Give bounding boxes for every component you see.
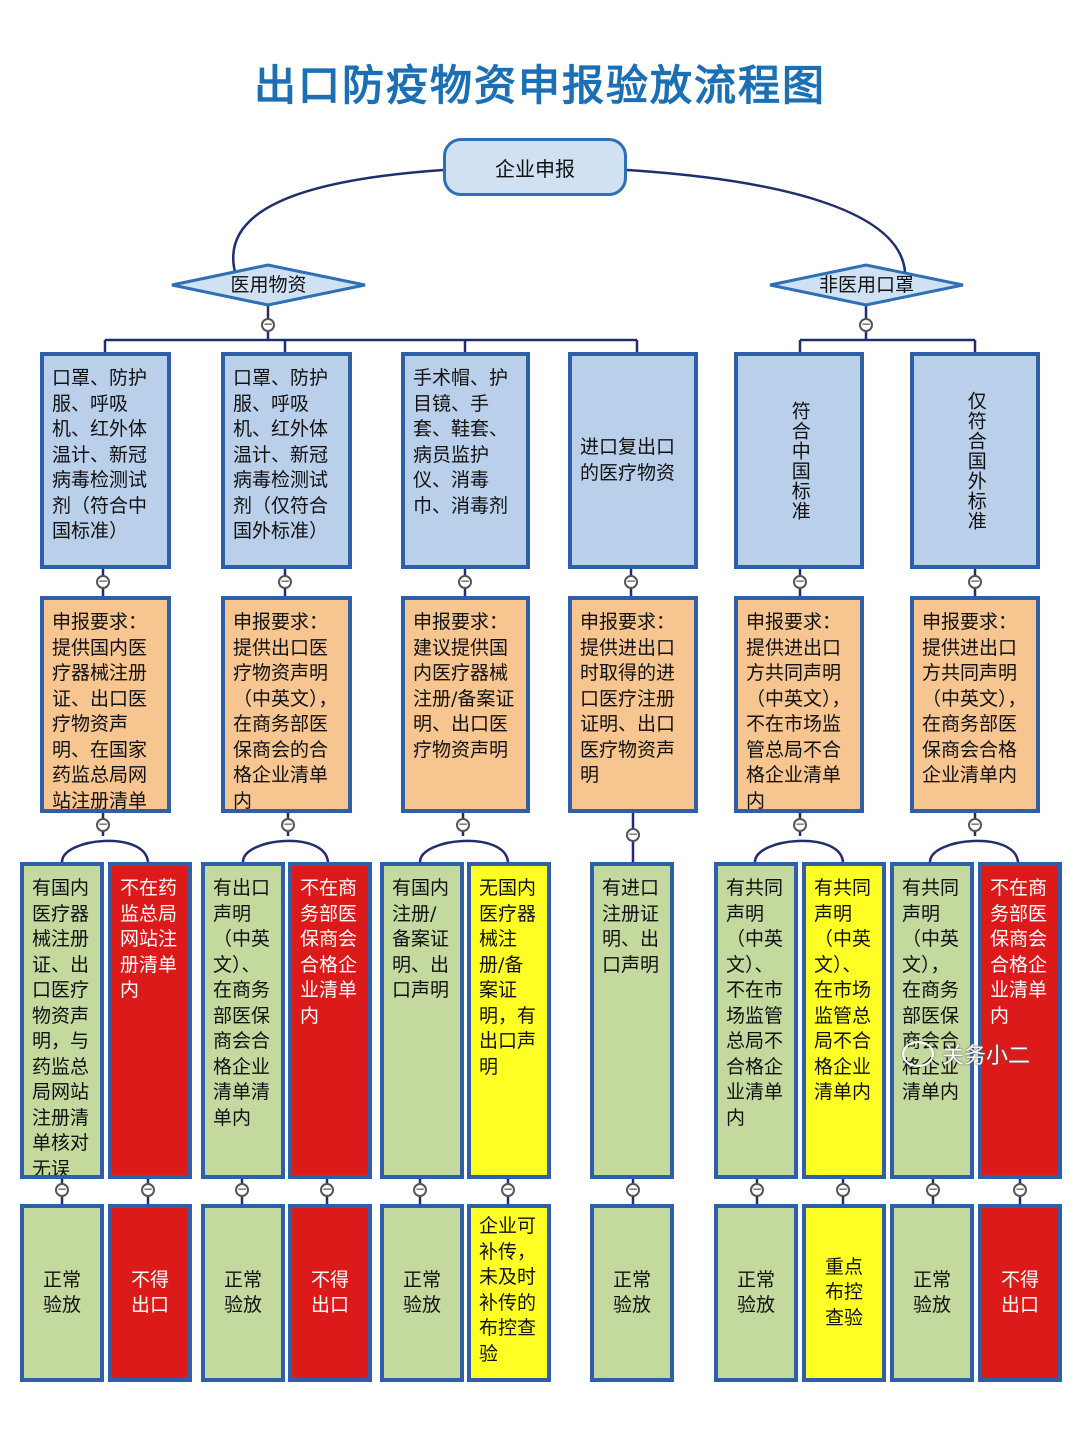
collapse-toggle-icon[interactable]: − <box>750 1182 764 1197</box>
result-node-8[interactable]: 正常验放 <box>714 1204 798 1382</box>
condition-node-7[interactable]: 有进口注册证明、出口声明 <box>590 862 674 1179</box>
watermark-text: 关务小二 <box>942 1044 1031 1069</box>
collapse-toggle-icon[interactable]: − <box>793 817 807 832</box>
result-node-3[interactable]: 正常验放 <box>201 1204 285 1382</box>
collapse-toggle-icon[interactable]: − <box>626 827 640 842</box>
collapse-toggle-icon[interactable]: − <box>261 317 275 332</box>
condition-node-11[interactable]: 不在商务部医保商会合格企业清单内 <box>978 862 1062 1179</box>
condition-node-6[interactable]: 无国内医疗器械注册/备案证明，有出口声明 <box>467 862 551 1179</box>
result-node-10[interactable]: 正常验放 <box>890 1204 974 1382</box>
collapse-toggle-icon[interactable]: − <box>624 574 638 589</box>
root-label: 企业申报 <box>495 156 575 181</box>
collapse-toggle-icon[interactable]: − <box>96 817 110 832</box>
collapse-toggle-icon[interactable]: − <box>55 1182 69 1197</box>
requirement-node-3[interactable]: 申报要求：建议提供国内医疗器械注册/备案证明、出口医疗物资声明 <box>401 596 530 813</box>
collapse-toggle-icon[interactable]: − <box>320 1182 334 1197</box>
result-node-7[interactable]: 正常验放 <box>590 1204 674 1382</box>
result-label-3: 正常验放 <box>223 1268 262 1317</box>
collapse-toggle-icon[interactable]: − <box>278 574 292 589</box>
condition-node-8[interactable]: 有共同声明（中英文）、不在市场监管总局不合格企业清单内 <box>714 862 798 1179</box>
result-label-10: 正常验放 <box>912 1268 951 1317</box>
condition-node-3[interactable]: 有出口声明（中英文）、在商务部医保商会合格企业清单清单内 <box>201 862 285 1179</box>
collapse-toggle-icon[interactable]: − <box>501 1182 515 1197</box>
result-label-2: 不得出口 <box>130 1268 169 1317</box>
result-label-11: 不得出口 <box>1000 1268 1039 1317</box>
branch-diamond-nonmedical <box>769 263 964 307</box>
condition-node-9[interactable]: 有共同声明（中英文）、在市场监管总局不合格企业清单内 <box>802 862 886 1179</box>
category-node-1[interactable]: 口罩、防护服、呼吸机、红外体温计、新冠病毒检测试剂（符合中国标准） <box>40 352 171 569</box>
category-label-6: 仅符合国外标准 <box>964 390 987 531</box>
collapse-toggle-icon[interactable]: − <box>281 817 295 832</box>
page-title: 出口防疫物资申报验放流程图 <box>253 61 826 110</box>
result-node-5[interactable]: 正常验放 <box>380 1204 464 1382</box>
category-label-5: 符合中国标准 <box>788 400 811 521</box>
requirement-node-4[interactable]: 申报要求：提供进出口时取得的进口医疗注册证明、出口医疗物资声明 <box>568 596 698 813</box>
result-label-8: 正常验放 <box>736 1268 775 1317</box>
branch-label-medical[interactable]: 医用物资 <box>230 274 307 296</box>
collapse-toggle-icon[interactable]: − <box>235 1182 249 1197</box>
category-node-2[interactable]: 口罩、防护服、呼吸机、红外体温计、新冠病毒检测试剂（仅符合国外标准） <box>221 352 352 569</box>
collapse-toggle-icon[interactable]: − <box>836 1182 850 1197</box>
watermark: 关务小二 <box>902 1038 1030 1070</box>
collapse-toggle-icon[interactable]: − <box>926 1182 940 1197</box>
collapse-toggle-icon[interactable]: − <box>141 1182 155 1197</box>
condition-node-1[interactable]: 有国内医疗器械注册证、出口医疗物资声明，与药监总局网站注册清单核对无误 <box>20 862 104 1179</box>
branch-diamond-medical <box>171 263 366 307</box>
collapse-toggle-icon[interactable]: − <box>1013 1182 1027 1197</box>
category-node-4[interactable]: 进口复出口的医疗物资 <box>568 352 698 569</box>
branch-label-nonmedical[interactable]: 非医用口罩 <box>818 274 914 296</box>
condition-node-4[interactable]: 不在商务部医保商会合格企业清单内 <box>288 862 372 1179</box>
requirement-node-6[interactable]: 申报要求：提供进出口方共同声明（中英文），在商务部医保商会合格企业清单内 <box>910 596 1040 813</box>
result-label-7: 正常验放 <box>612 1268 651 1317</box>
collapse-toggle-icon[interactable]: − <box>96 574 110 589</box>
collapse-toggle-icon[interactable]: − <box>626 1182 640 1197</box>
root-node[interactable]: 企业申报 <box>443 138 627 196</box>
requirement-node-1[interactable]: 申报要求：提供国内医疗器械注册证、出口医疗物资声明、在国家药监总局网站注册清单内 <box>40 596 171 813</box>
collapse-toggle-icon[interactable]: − <box>413 1182 427 1197</box>
result-node-1[interactable]: 正常验放 <box>20 1204 104 1382</box>
result-label-4: 不得出口 <box>310 1268 349 1317</box>
category-node-5[interactable]: 符合中国标准 <box>734 352 864 569</box>
collapse-toggle-icon[interactable]: − <box>793 574 807 589</box>
category-node-3[interactable]: 手术帽、护目镜、手套、鞋套、病员监护仪、消毒巾、消毒剂 <box>401 352 530 569</box>
category-label-4: 进口复出口的医疗物资 <box>580 436 676 484</box>
result-label-9: 重点布控查验 <box>824 1255 863 1329</box>
result-node-6[interactable]: 企业可补传，未及时补传的布控查验 <box>467 1204 551 1382</box>
condition-node-2[interactable]: 不在药监总局网站注册清单内 <box>108 862 192 1179</box>
result-label-5: 正常验放 <box>402 1268 441 1317</box>
collapse-toggle-icon[interactable]: − <box>456 817 470 832</box>
condition-node-5[interactable]: 有国内注册/备案证明、出口声明 <box>380 862 464 1179</box>
category-node-6[interactable]: 仅符合国外标准 <box>910 352 1040 569</box>
result-node-9[interactable]: 重点布控查验 <box>802 1204 886 1382</box>
collapse-toggle-icon[interactable]: − <box>458 574 472 589</box>
condition-node-10[interactable]: 有共同声明（中英文），在商务部医保商会合格企业清单内 <box>890 862 974 1179</box>
result-node-4[interactable]: 不得出口 <box>288 1204 372 1382</box>
result-node-2[interactable]: 不得出口 <box>108 1204 192 1382</box>
collapse-toggle-icon[interactable]: − <box>859 317 873 332</box>
result-node-11[interactable]: 不得出口 <box>978 1204 1062 1382</box>
result-label-1: 正常验放 <box>42 1268 81 1317</box>
requirement-node-5[interactable]: 申报要求：提供进出口方共同声明（中英文），不在市场监管总局不合格企业清单内 <box>734 596 864 813</box>
requirement-node-2[interactable]: 申报要求：提供出口医疗物资声明（中英文），在商务部医保商会的合格企业清单内 <box>221 596 352 813</box>
collapse-toggle-icon[interactable]: − <box>968 574 982 589</box>
collapse-toggle-icon[interactable]: − <box>968 817 982 832</box>
wechat-icon <box>902 1041 934 1067</box>
